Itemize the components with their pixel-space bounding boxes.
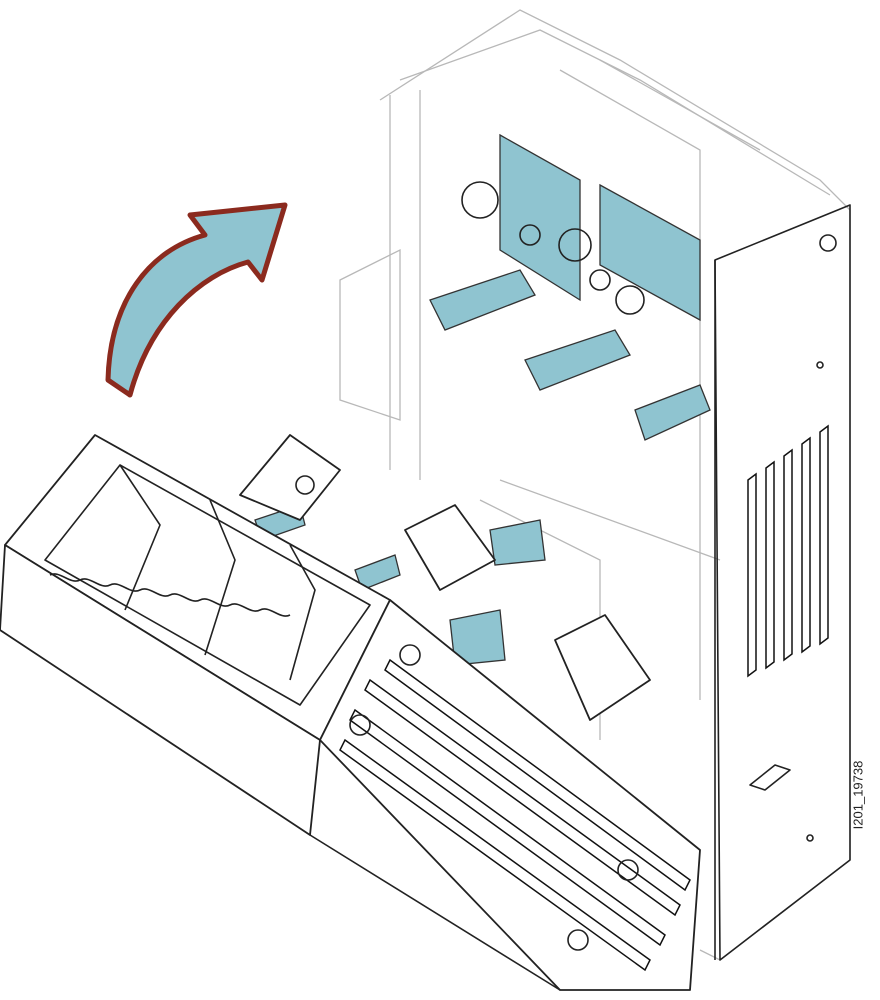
fuse-carrier-cover <box>0 434 701 991</box>
housing-vents <box>747 424 829 678</box>
base-housing <box>339 9 851 961</box>
figure-id-label: I201_19738 <box>850 760 866 830</box>
open-direction-arrow <box>105 202 288 398</box>
contact-blades <box>254 133 711 666</box>
terminal-teeth <box>49 573 291 617</box>
